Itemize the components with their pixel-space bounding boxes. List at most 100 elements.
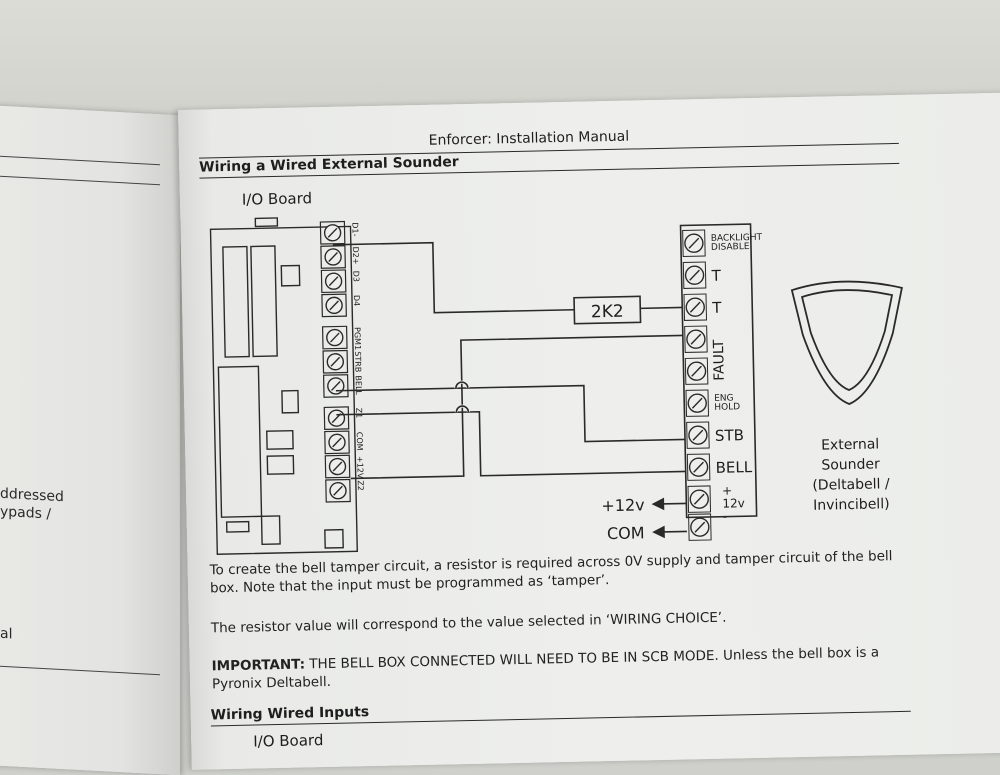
screw-terminal: [326, 328, 344, 347]
io-terminal-cell: [321, 325, 348, 350]
wire-resistor-tamper: [640, 306, 683, 310]
io-terminal-cell: [324, 430, 350, 455]
bell-terminal-label: T: [710, 267, 721, 285]
screw-terminal: [326, 353, 345, 371]
screw-terminal: [324, 272, 343, 290]
wire-strb-stb: [335, 384, 686, 443]
bell-terminal-label: 12v: [722, 496, 745, 510]
relay-component: [222, 245, 250, 358]
supply-label-com: COM: [607, 523, 645, 543]
arrow-head: [652, 525, 665, 539]
wire-hop: [455, 405, 470, 413]
sounder-outer: [790, 280, 903, 405]
section2-title: Wiring Wired Inputs: [210, 704, 370, 724]
io-terminal-cell: [322, 349, 349, 374]
section2-io-board-label: I/O Board: [253, 731, 324, 751]
screw-terminal: [687, 393, 707, 413]
board-component: [260, 515, 281, 546]
left-page-rule: [0, 665, 160, 676]
bell-terminal-cell: [687, 485, 712, 513]
screw-terminal: [327, 409, 346, 427]
io-terminal-cell: [325, 478, 351, 503]
bell-terminal-cell: [683, 293, 708, 321]
chip-component: [266, 429, 294, 450]
io-terminal-label: D1-: [350, 222, 359, 236]
wires: [332, 241, 686, 480]
screw-terminal: [689, 489, 709, 509]
screw-terminal: [685, 297, 705, 317]
screw-terminal: [690, 517, 710, 537]
sounder-caption: (Deltabell /: [812, 476, 890, 494]
io-board-label: I/O Board: [241, 189, 313, 209]
screw-terminal: [323, 224, 342, 242]
io-terminal-cell: [321, 293, 347, 318]
board-component: [324, 528, 344, 549]
resistor-label: 2K2: [591, 302, 624, 323]
arrow-12v: [661, 502, 687, 505]
chip-component: [266, 454, 295, 475]
io-terminal-label: D2+: [351, 246, 360, 264]
bell-terminal-label: BACKLIGHT: [711, 233, 763, 244]
page-header: Enforcer: Installation Manual: [428, 128, 630, 149]
wire-tamper-z1: [350, 334, 683, 480]
screw-terminal: [325, 296, 343, 315]
supply-arrows: [651, 497, 687, 539]
io-terminal-label: COM: [355, 432, 364, 451]
screw-terminal: [324, 248, 342, 266]
io-terminal-cell: [319, 220, 346, 245]
io-terminal-cell: [323, 406, 350, 431]
bell-terminal-cell: [686, 453, 711, 481]
bell-terminal-cell: [688, 513, 712, 541]
io-terminal-cell: [322, 374, 349, 398]
io-terminal-cell: [324, 454, 351, 479]
bell-terminal-cell: [685, 389, 710, 417]
screw-terminal: [327, 377, 345, 395]
sounder-shape: [790, 280, 903, 405]
screw-terminal: [328, 457, 347, 476]
io-terminal-label: BELL: [354, 375, 363, 395]
arrow-head: [651, 497, 665, 511]
bell-terminal-label: T: [711, 299, 722, 317]
bell-terminal-cell: [682, 261, 707, 289]
bell-terminal-label: FAULT: [711, 339, 728, 381]
io-terminal-cell: [320, 269, 347, 294]
sounder-caption: External: [821, 436, 879, 453]
bell-terminal-label: STB: [715, 426, 744, 445]
resistor-2k2: [573, 295, 642, 325]
io-terminal-label: D3: [351, 271, 360, 282]
bell-terminal-cell: [686, 421, 710, 449]
wire-d1-resistor: [332, 241, 575, 314]
bell-terminal-label: ENG: [714, 393, 734, 403]
left-page: ddressed ypads / al: [0, 104, 180, 775]
sounder-inner: [800, 289, 894, 391]
chip-component: [280, 264, 301, 287]
io-terminal-label: Z2: [356, 480, 365, 491]
bell-terminal-label: +: [722, 483, 732, 497]
left-page-text: al: [0, 625, 13, 643]
supply-label-12v: +12v: [601, 495, 645, 515]
screw-terminal: [684, 265, 705, 285]
io-terminal-cell: [320, 245, 346, 269]
paragraph-important: IMPORTANT: THE BELL BOX CONNECTED WILL N…: [211, 643, 912, 694]
arrow-com: [661, 530, 687, 533]
screw-terminal: [328, 433, 346, 452]
bell-terminal-label: -: [722, 510, 727, 524]
important-text: THE BELL BOX CONNECTED WILL NEED TO BE I…: [211, 644, 880, 693]
board-component: [225, 520, 250, 533]
screw-terminal: [688, 457, 709, 477]
manual-page: Enforcer: Installation Manual Wiring a W…: [178, 92, 1000, 770]
bell-terminal-label: DISABLE: [711, 242, 750, 253]
io-terminal-label: STRB: [353, 351, 362, 372]
sounder-caption: Invincibell): [813, 496, 890, 514]
bell-block-outline: [679, 223, 758, 519]
io-terminal-label: Z1: [354, 408, 363, 419]
io-board-outline: [209, 225, 358, 555]
screw-terminal: [329, 482, 347, 500]
left-page-text: ypads /: [0, 503, 52, 523]
io-terminal-label: +12V: [355, 456, 364, 479]
sounder-caption: Sounder: [821, 456, 880, 473]
board-component: [254, 217, 279, 228]
bell-terminal-cell: [684, 357, 709, 385]
